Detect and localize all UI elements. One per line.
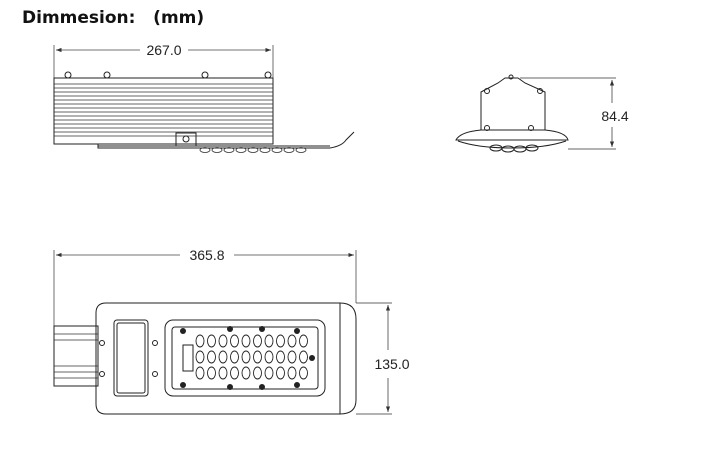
side-view: 267.0: [53, 42, 355, 153]
top-length-label: 365.8: [189, 247, 224, 263]
diagram-title: Dimmesion: (mm): [22, 8, 205, 28]
top-view: 365.8 135.0: [53, 247, 410, 415]
side-length-label: 267.0: [146, 42, 181, 58]
end-view: 84.4: [455, 74, 629, 153]
end-height-label: 84.4: [601, 108, 628, 124]
top-width-label: 135.0: [374, 356, 409, 372]
